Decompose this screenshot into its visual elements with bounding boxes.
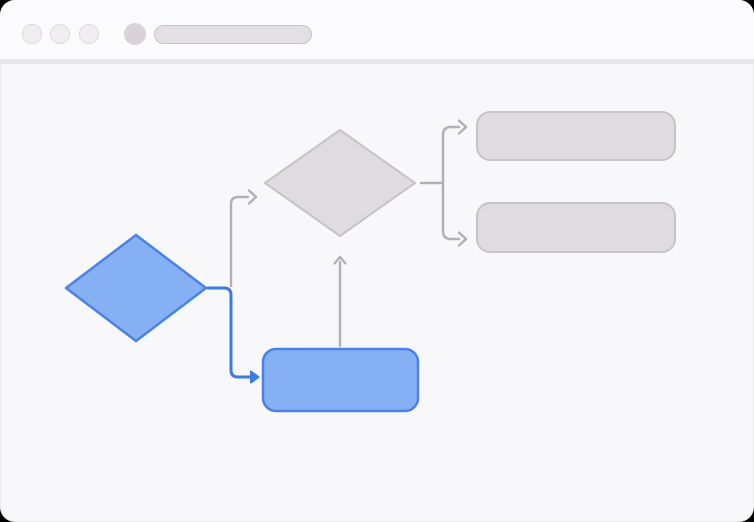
titlebar-divider — [0, 59, 754, 64]
outcome-card-top[interactable] — [476, 111, 676, 161]
arrowhead-into-outcome-top — [457, 119, 468, 135]
flowchart-canvas — [0, 64, 754, 522]
window-minimize-button[interactable] — [50, 24, 70, 44]
start-decision-diamond[interactable] — [64, 233, 208, 343]
window-maximize-button[interactable] — [79, 24, 99, 44]
branch-decision-diamond[interactable] — [264, 129, 416, 237]
arrowhead-into-process — [250, 370, 260, 384]
window-close-button[interactable] — [22, 24, 42, 44]
edge-start-to-branch-diamond — [229, 195, 250, 288]
arrowhead-into-branch-diamond — [247, 189, 258, 205]
arrowhead-up-into-branch-diamond — [333, 255, 347, 265]
browser-titlebar — [0, 0, 754, 59]
address-bar[interactable] — [154, 25, 312, 44]
edge-start-to-process — [206, 286, 252, 379]
flowchart-svg — [64, 111, 676, 413]
favicon-dot — [124, 23, 146, 45]
edge-branch-to-outcomes-bracket — [419, 125, 461, 241]
arrowhead-into-outcome-bottom — [457, 231, 468, 247]
process-card[interactable] — [261, 347, 420, 413]
outcome-card-bottom[interactable] — [476, 202, 676, 253]
